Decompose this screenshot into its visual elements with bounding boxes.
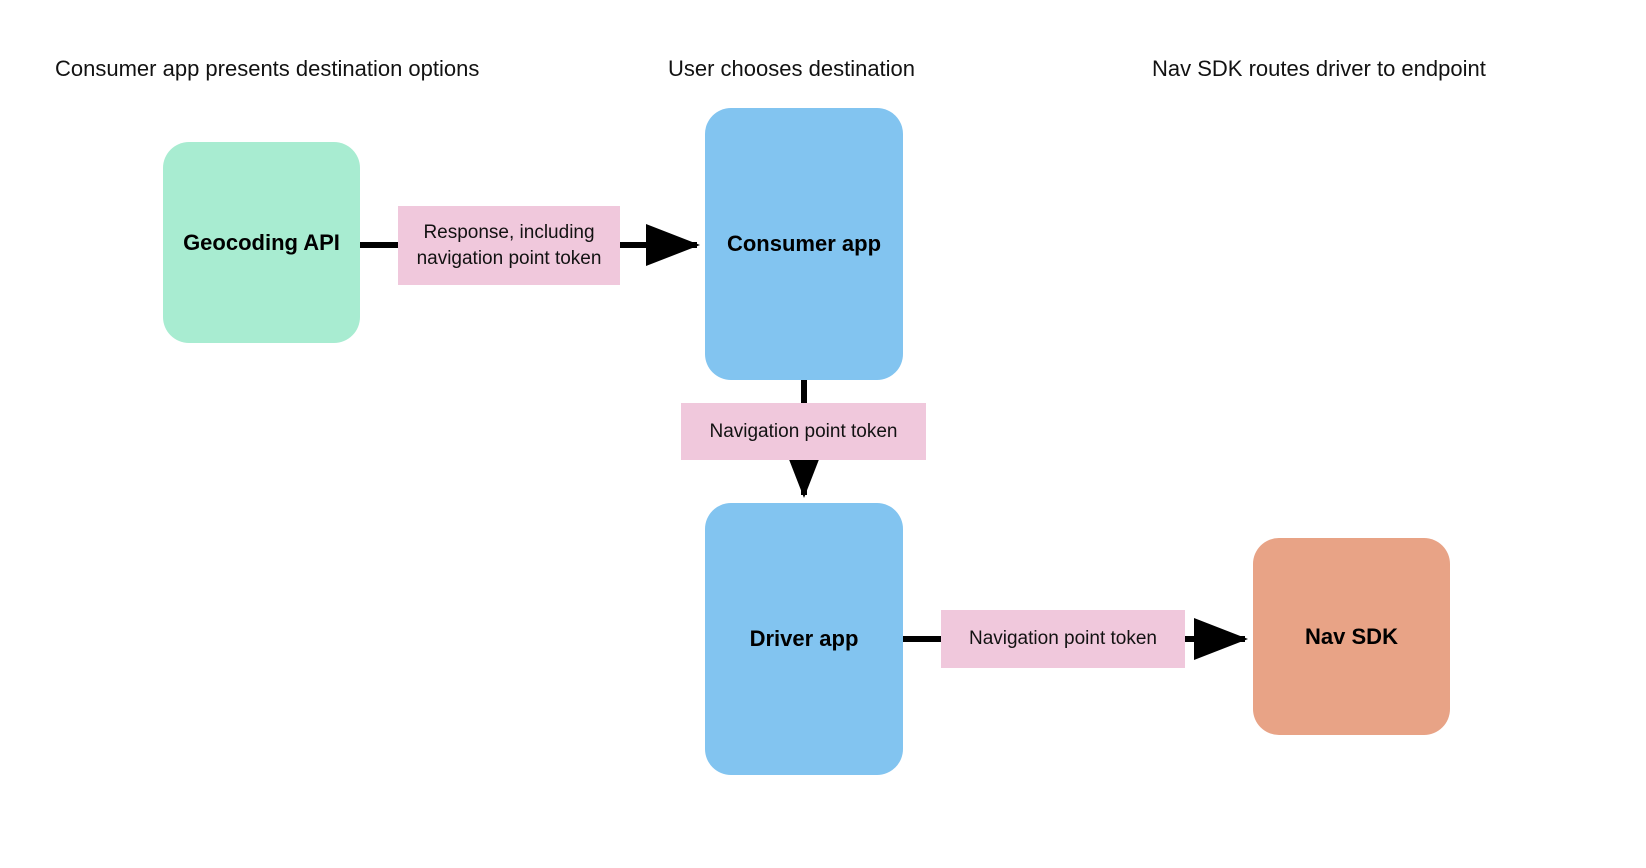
node-consumer-app-label: Consumer app: [726, 231, 882, 256]
node-geocoding-api[interactable]: Geocoding API: [163, 142, 360, 343]
node-consumer-app[interactable]: Consumer app: [705, 108, 903, 380]
node-nav-sdk[interactable]: Nav SDK: [1253, 538, 1450, 735]
node-driver-app[interactable]: Driver app: [705, 503, 903, 775]
node-driver-app-label: Driver app: [749, 626, 859, 651]
edge-label-nav-token-middle: Navigation point token: [681, 403, 926, 460]
node-geocoding-api-label: Geocoding API: [183, 229, 340, 255]
column-header-user: User chooses destination: [668, 56, 916, 81]
column-header-consumer: Consumer app presents destination option…: [55, 56, 480, 81]
edge-label-nav-token-bottom: Navigation point token: [941, 610, 1185, 668]
edge-label-response: Response, including navigation point tok…: [398, 206, 620, 285]
column-header-navsdk: Nav SDK routes driver to endpoint: [1152, 56, 1486, 81]
node-nav-sdk-label: Nav SDK: [1305, 623, 1398, 649]
